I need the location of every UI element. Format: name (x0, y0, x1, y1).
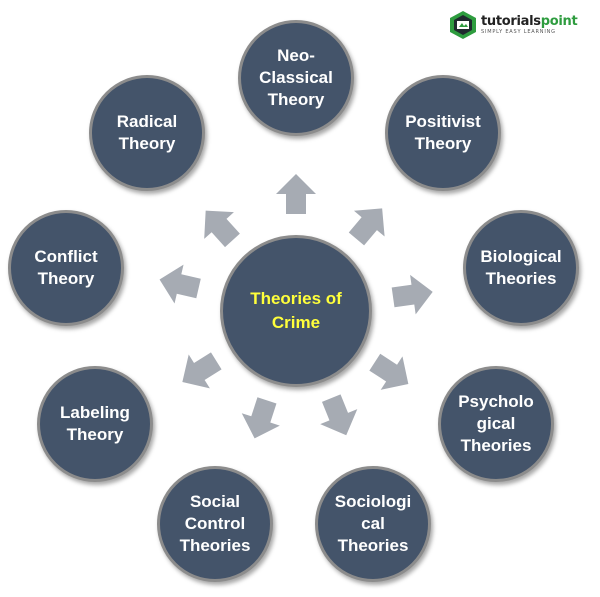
logo-name: tutorialspoint (481, 13, 578, 29)
arrow-to-conflict (159, 264, 201, 304)
node-radical-label: Radical Theory (116, 112, 178, 153)
node-positivist-label: Positivist Theory (405, 112, 481, 153)
arrow-to-positivist (348, 208, 385, 246)
logo-name-part1: tutorials (481, 13, 541, 29)
arrow-to-psychological (369, 353, 409, 390)
center-node-label: Theories of Crime (250, 289, 342, 332)
arrow-to-biological (391, 274, 433, 315)
node-social-control: Social Control Theories (157, 466, 273, 582)
node-radical: Radical Theory (89, 75, 205, 191)
node-social-control-label: Social Control Theories (179, 492, 251, 555)
node-labeling-label: Labeling Theory (60, 403, 130, 444)
node-psychological: Psycholo gical Theories (438, 366, 554, 482)
node-psychological-label: Psycholo gical Theories (458, 392, 534, 455)
center-node: Theories of Crime (220, 235, 372, 387)
arrow-to-labeling (182, 352, 222, 389)
arrow-to-neo-classical (276, 174, 316, 214)
node-biological: Biological Theories (463, 210, 579, 326)
arrow-to-social-control (241, 397, 280, 439)
node-neo-classical-label: Neo- Classical Theory (259, 46, 333, 109)
node-biological-label: Biological Theories (480, 247, 562, 288)
tutorialspoint-logo: tutorialspoint SIMPLY EASY LEARNING (448, 8, 598, 42)
logo-text: tutorialspoint SIMPLY EASY LEARNING (481, 13, 578, 36)
node-labeling: Labeling Theory (37, 366, 153, 482)
node-sociological: Sociologi cal Theories (315, 466, 431, 582)
logo-tagline: SIMPLY EASY LEARNING (481, 28, 556, 35)
arrow-to-sociological (320, 394, 358, 436)
node-sociological-label: Sociologi cal Theories (334, 492, 412, 555)
logo-name-part2: point (540, 13, 578, 29)
logo-icon (450, 11, 476, 39)
node-neo-classical: Neo- Classical Theory (238, 20, 354, 136)
node-conflict: Conflict Theory (8, 210, 124, 326)
node-positivist: Positivist Theory (385, 75, 501, 191)
node-conflict-label: Conflict Theory (34, 247, 98, 288)
arrow-to-radical (204, 210, 240, 248)
